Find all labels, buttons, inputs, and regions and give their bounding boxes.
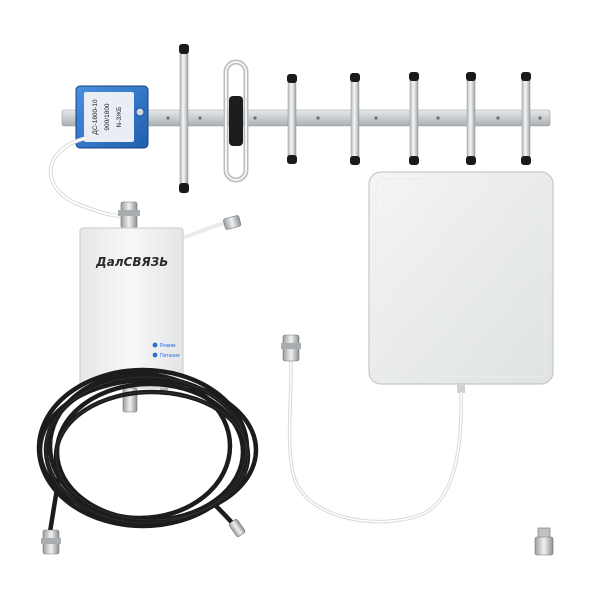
feed-box-label-line-1: ДС-1800-10 [92, 99, 99, 135]
feed-box-label-line-3: N-3ЖБ [116, 107, 123, 128]
mode-led-label: Режим [160, 343, 176, 349]
yagi-director-elements [287, 72, 531, 165]
yagi-reflector-element [179, 44, 189, 194]
panel-antenna [368, 171, 554, 393]
brand-logo: ДалСВЯЗЬ [95, 255, 168, 269]
rf-adapter [534, 527, 554, 556]
mode-led-icon [152, 342, 158, 348]
coax-cable-coil [36, 367, 259, 535]
repeater-unit: ДалСВЯЗЬ Режим Питание [79, 201, 242, 413]
power-led-icon [152, 352, 158, 358]
coax-connector-left [41, 529, 61, 555]
coax-connector-right [228, 519, 246, 537]
yagi-feed-box: ДС-1800-10 900/1800 N-3ЖБ [75, 85, 149, 149]
yagi-antenna: ДС-1800-10 900/1800 N-3ЖБ [61, 44, 551, 194]
panel-cable-connector [281, 334, 301, 362]
power-led-label: Питание [160, 353, 180, 359]
yagi-dipole-loop [223, 59, 249, 183]
feed-box-label-line-2: 900/1800 [104, 103, 111, 130]
